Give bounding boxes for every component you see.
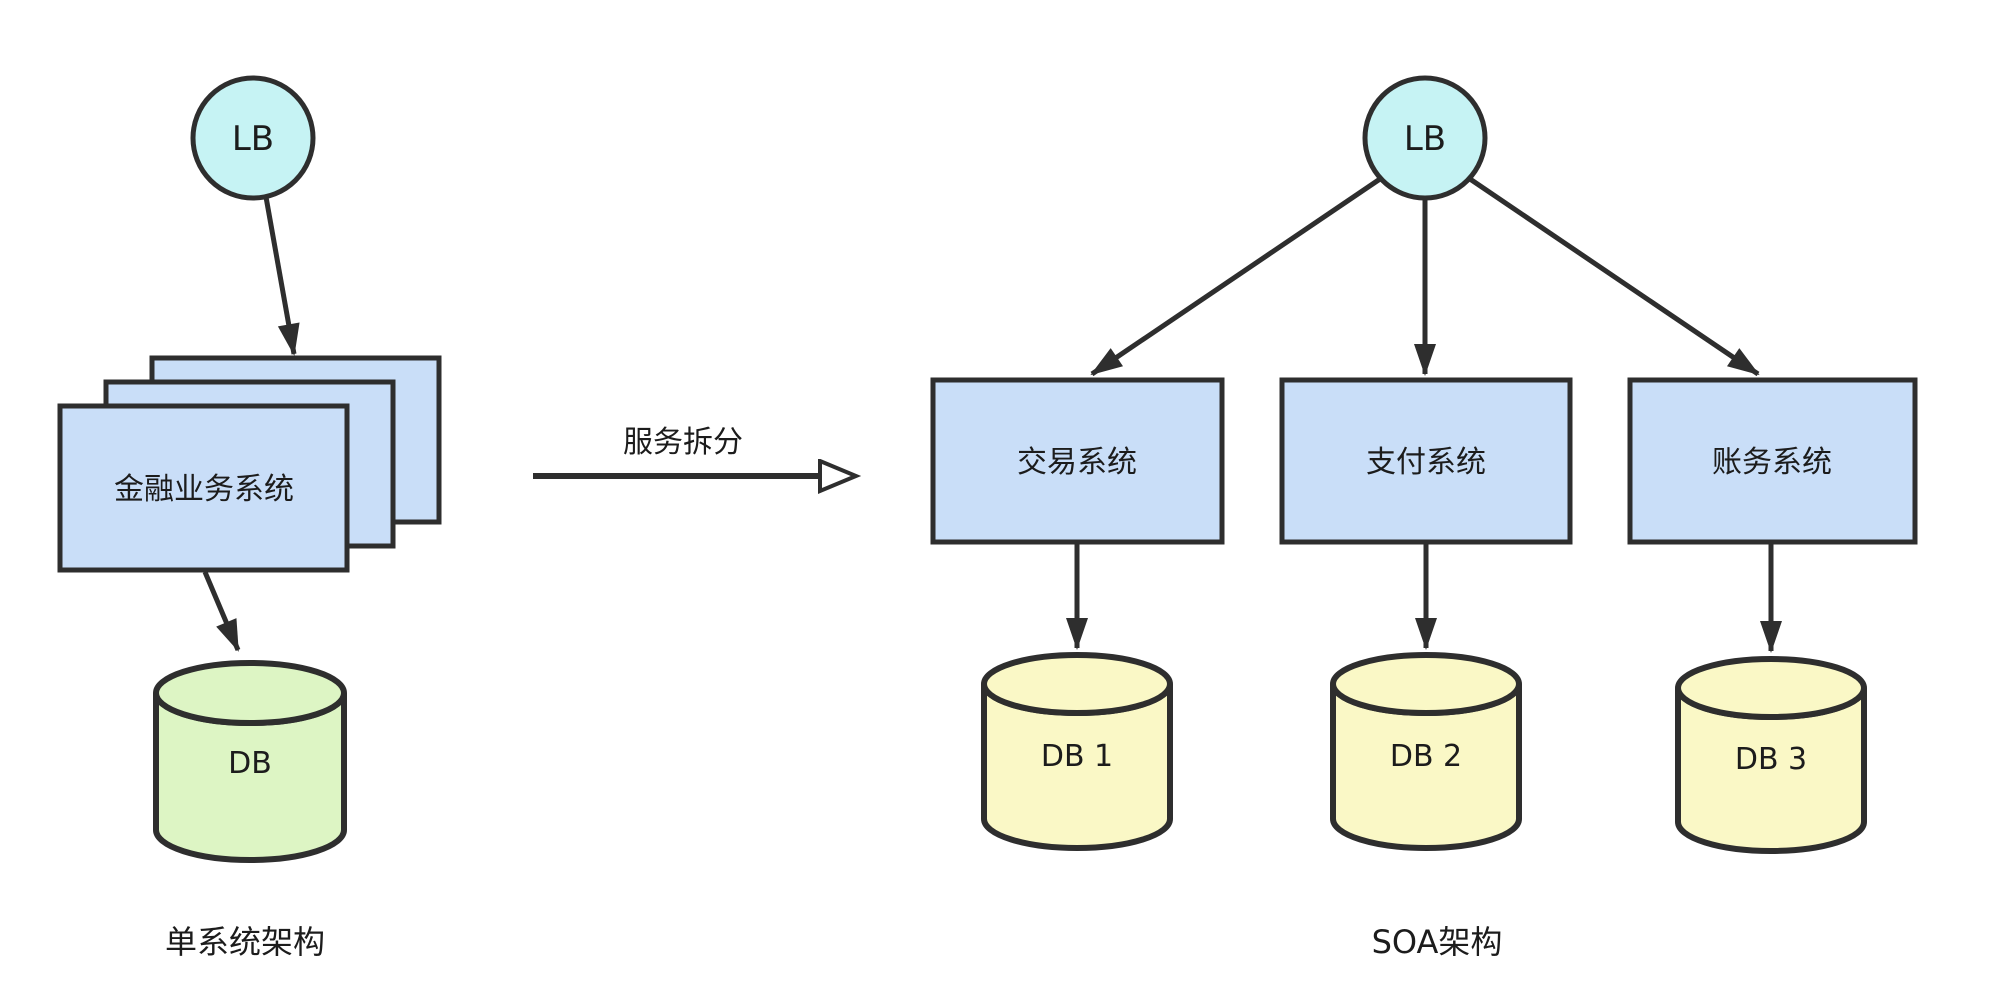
left-db-cylinder-top [153,660,347,726]
service-box-3 [1627,377,1918,545]
left-system-label: 金融业务系统 [114,472,294,507]
soa-group: LB 交易系统 支付系统 账务系统 DB 1 DB 2 DB 3 SOA架构 [930,75,1918,961]
db1-label: DB 1 [1041,739,1113,774]
db2-cylinder-top [1330,652,1522,716]
db1-cylinder-top [981,652,1173,716]
right-lb-label: LB [1404,119,1446,159]
right-lb-node [1362,75,1488,201]
service-box-1 [930,377,1225,545]
transition-label: 服务拆分 [623,425,743,460]
lb-to-service-1-arrow [1090,176,1382,377]
service-label-1: 交易系统 [1017,445,1137,480]
single-system-group: LB 金融业务系统 DB 单系统架构 [57,75,442,961]
service-label-2: 支付系统 [1366,445,1486,480]
system-stack-front [57,403,350,573]
right-caption: SOA架构 [1372,923,1503,961]
db2-label: DB 2 [1390,739,1462,774]
service-box-2 [1279,377,1573,545]
left-lb-to-system-arrow [263,196,300,356]
service-label-3: 账务系统 [1712,445,1832,480]
lb-to-service-3-arrow [1468,176,1760,377]
transition-group: 服务拆分 [533,425,854,476]
left-lb-node [190,75,316,201]
db3-label: DB 3 [1735,742,1807,777]
left-system-to-db-arrow [202,571,241,652]
db3-cylinder-top [1675,656,1867,720]
left-db-label: DB [228,746,272,781]
left-caption: 单系统架构 [165,923,325,961]
left-lb-label: LB [232,119,274,159]
